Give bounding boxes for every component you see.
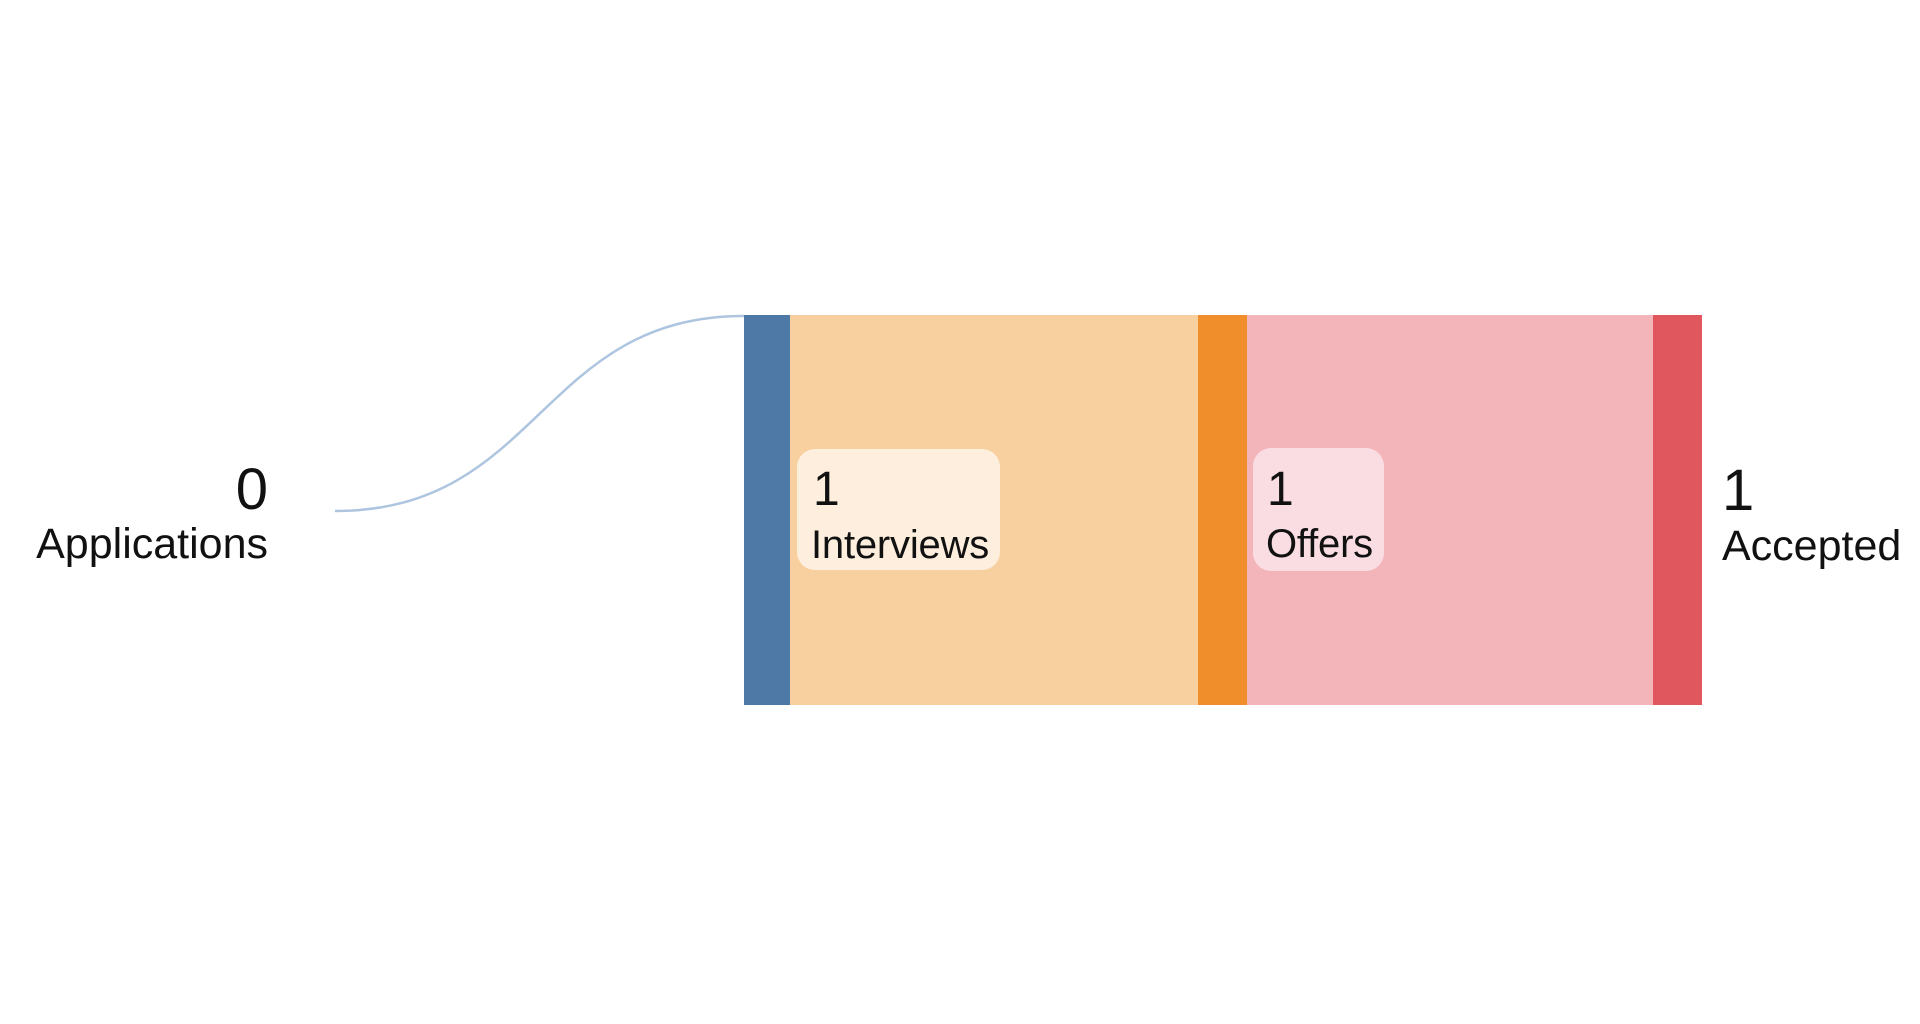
node-label-offers: Offers	[1266, 522, 1373, 566]
label-chip-offers	[1253, 448, 1384, 571]
link-applications-interviews[interactable]	[334, 314, 745, 513]
node-label-applications: Applications	[36, 520, 268, 568]
node-label-accepted: Accepted	[1722, 522, 1902, 570]
node-interviews[interactable]	[744, 315, 790, 705]
label-chip-interviews	[797, 449, 1000, 570]
node-label-interviews: Interviews	[811, 523, 990, 567]
node-value-offers: 1	[1267, 463, 1294, 516]
node-value-accepted: 1	[1722, 458, 1755, 523]
node-accepted[interactable]	[1653, 315, 1702, 705]
node-offers[interactable]	[1198, 315, 1247, 705]
node-value-interviews: 1	[813, 463, 840, 516]
node-value-applications: 0	[235, 457, 268, 522]
